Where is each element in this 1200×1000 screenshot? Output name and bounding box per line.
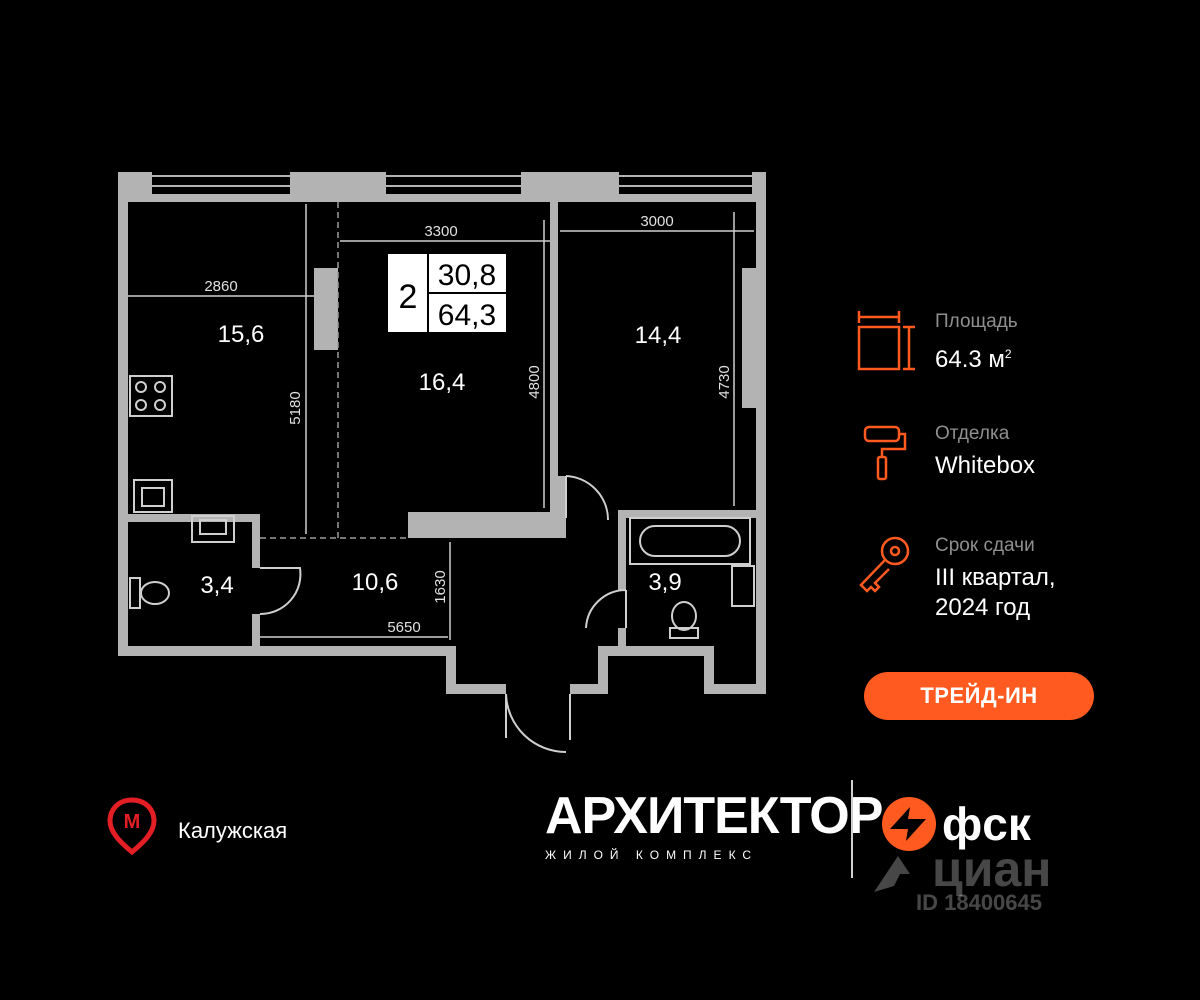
doors — [259, 475, 627, 753]
watermark-name: циан — [932, 841, 1052, 897]
wc-toilet — [129, 577, 170, 609]
complex-subtitle: ЖИЛОЙ КОМПЛЕКС — [545, 848, 759, 862]
room-area-living: 16,4 — [419, 369, 466, 396]
dim-label: 4730 — [716, 365, 733, 398]
area-value: 64.3 м2 — [935, 346, 1012, 373]
paint-roller-icon — [863, 425, 907, 481]
bathtub — [629, 517, 751, 565]
finish-value: Whitebox — [935, 452, 1036, 479]
room-area-bedroom: 14,4 — [635, 322, 682, 349]
floor-plan: 2 30,8 64,3 15,6 16,4 14,4 3,4 10,6 3,9 … — [118, 172, 766, 753]
zone-lines — [260, 202, 408, 539]
room-area-hall: 10,6 — [352, 569, 399, 596]
walls — [118, 172, 766, 694]
deadline-value: III квартал, 2024 год — [935, 564, 1056, 621]
dim-label: 3000 — [640, 213, 673, 230]
bath-sink — [731, 565, 755, 607]
info-area: Площадь 64.3 м2 — [855, 305, 1155, 417]
dim-label: 1630 — [432, 570, 449, 603]
living-area: 30,8 — [438, 259, 496, 292]
bath-toilet — [669, 601, 699, 639]
metro-letter: М — [124, 811, 141, 833]
dim-label: 5650 — [387, 619, 420, 636]
dim-label: 2860 — [204, 278, 237, 295]
dimension-labels: 3300 3000 2860 5180 4800 4730 1630 5650 — [204, 213, 733, 636]
area-label: Площадь — [935, 311, 1018, 332]
windows — [118, 172, 766, 194]
developer-logo-icon — [882, 797, 936, 851]
finish-label: Отделка — [935, 423, 1010, 444]
key-icon — [859, 536, 910, 593]
complex-logo: АРХИТЕКТОР ЖИЛОЙ КОМПЛЕКС — [545, 787, 883, 862]
deadline-label: Срок сдачи — [935, 535, 1035, 556]
cian-logo-icon — [874, 856, 910, 892]
dim-label: 3300 — [424, 223, 457, 240]
rooms-count: 2 — [399, 278, 418, 316]
logo-divider — [851, 780, 853, 878]
info-finish: Отделка Whitebox — [855, 417, 1155, 529]
developer-name: фск — [942, 798, 1031, 850]
dimension-lines — [128, 204, 754, 640]
metro-pin-icon: М — [107, 797, 157, 856]
room-area-bath: 3,9 — [648, 569, 681, 596]
apartment-label: 2 30,8 64,3 — [388, 254, 506, 332]
dim-label: 5180 — [287, 391, 304, 424]
info-deadline: Срок сдачи III квартал, 2024 год — [855, 529, 1155, 641]
dim-label: 4800 — [526, 365, 543, 398]
watermark-id: ID 18400645 — [916, 890, 1042, 915]
area-icon — [857, 311, 915, 371]
room-area-wc: 3,4 — [200, 572, 233, 599]
metro-name: Калужская — [178, 818, 288, 843]
kitchen-sink — [133, 479, 173, 513]
total-area: 64,3 — [438, 299, 496, 332]
room-areas: 15,6 16,4 14,4 3,4 10,6 3,9 — [200, 321, 681, 599]
complex-name: АРХИТЕКТОР — [545, 787, 883, 845]
wc-sink — [191, 515, 235, 543]
kitchen-stove — [129, 375, 173, 417]
room-area-kitchen: 15,6 — [218, 321, 265, 348]
info-panel: Площадь 64.3 м2 Отделка Whitebox Срок сд… — [855, 305, 1155, 641]
trade-in-button[interactable]: ТРЕЙД-ИН — [864, 672, 1094, 720]
